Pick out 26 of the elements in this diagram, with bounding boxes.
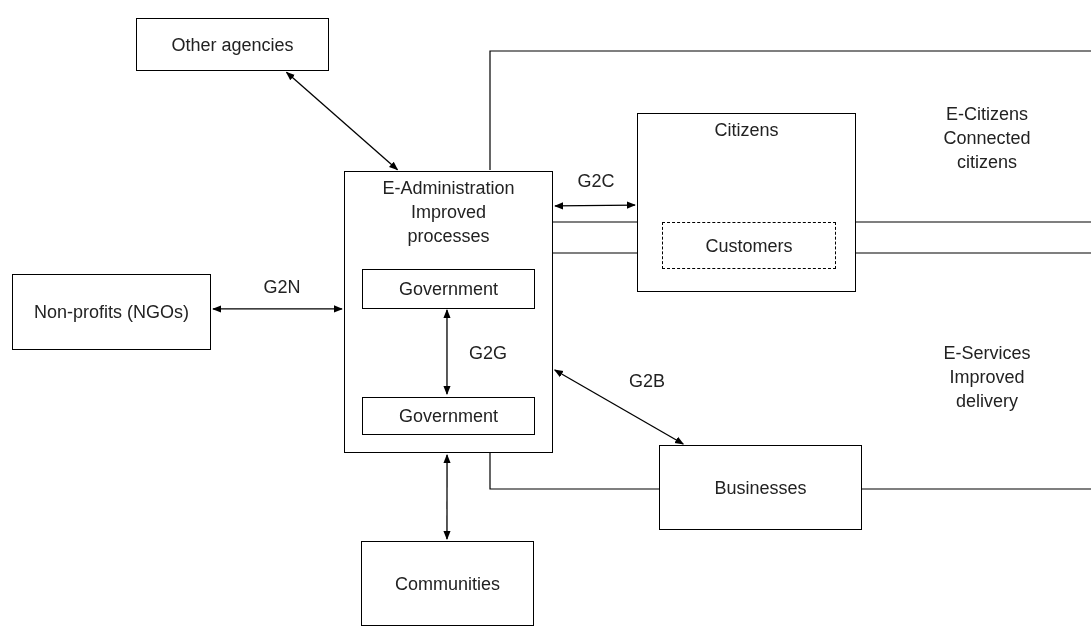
process-box: [344, 171, 553, 453]
double-arrow: [554, 201, 636, 210]
node-text: Customers: [705, 234, 793, 258]
double-arrow: [553, 369, 685, 445]
node-text: E-Administration Improved processes: [381, 177, 516, 248]
process-box: [362, 269, 535, 309]
double-arrow: [212, 305, 343, 313]
process-box: [659, 445, 862, 530]
process-box: [362, 397, 535, 435]
double-arrow: [443, 309, 451, 395]
process-box: [361, 541, 534, 626]
region-label: E-Citizens Connected citizens: [942, 103, 1032, 174]
node-text: Businesses: [714, 476, 807, 500]
node-text: Non-profits (NGOs): [34, 301, 189, 324]
node-text: Government: [398, 278, 498, 301]
node-text: Communities: [395, 572, 500, 596]
node-text: Other agencies: [171, 33, 294, 57]
node-text: Government: [398, 405, 498, 428]
region-label: E-Services Improved delivery: [942, 342, 1032, 413]
double-arrow: [443, 454, 451, 540]
process-box: [12, 274, 211, 350]
dashed-box: [662, 222, 836, 269]
double-arrow: [285, 71, 399, 171]
process-box: [637, 113, 856, 292]
process-box: [136, 18, 329, 71]
node-text: Citizens: [714, 119, 779, 142]
